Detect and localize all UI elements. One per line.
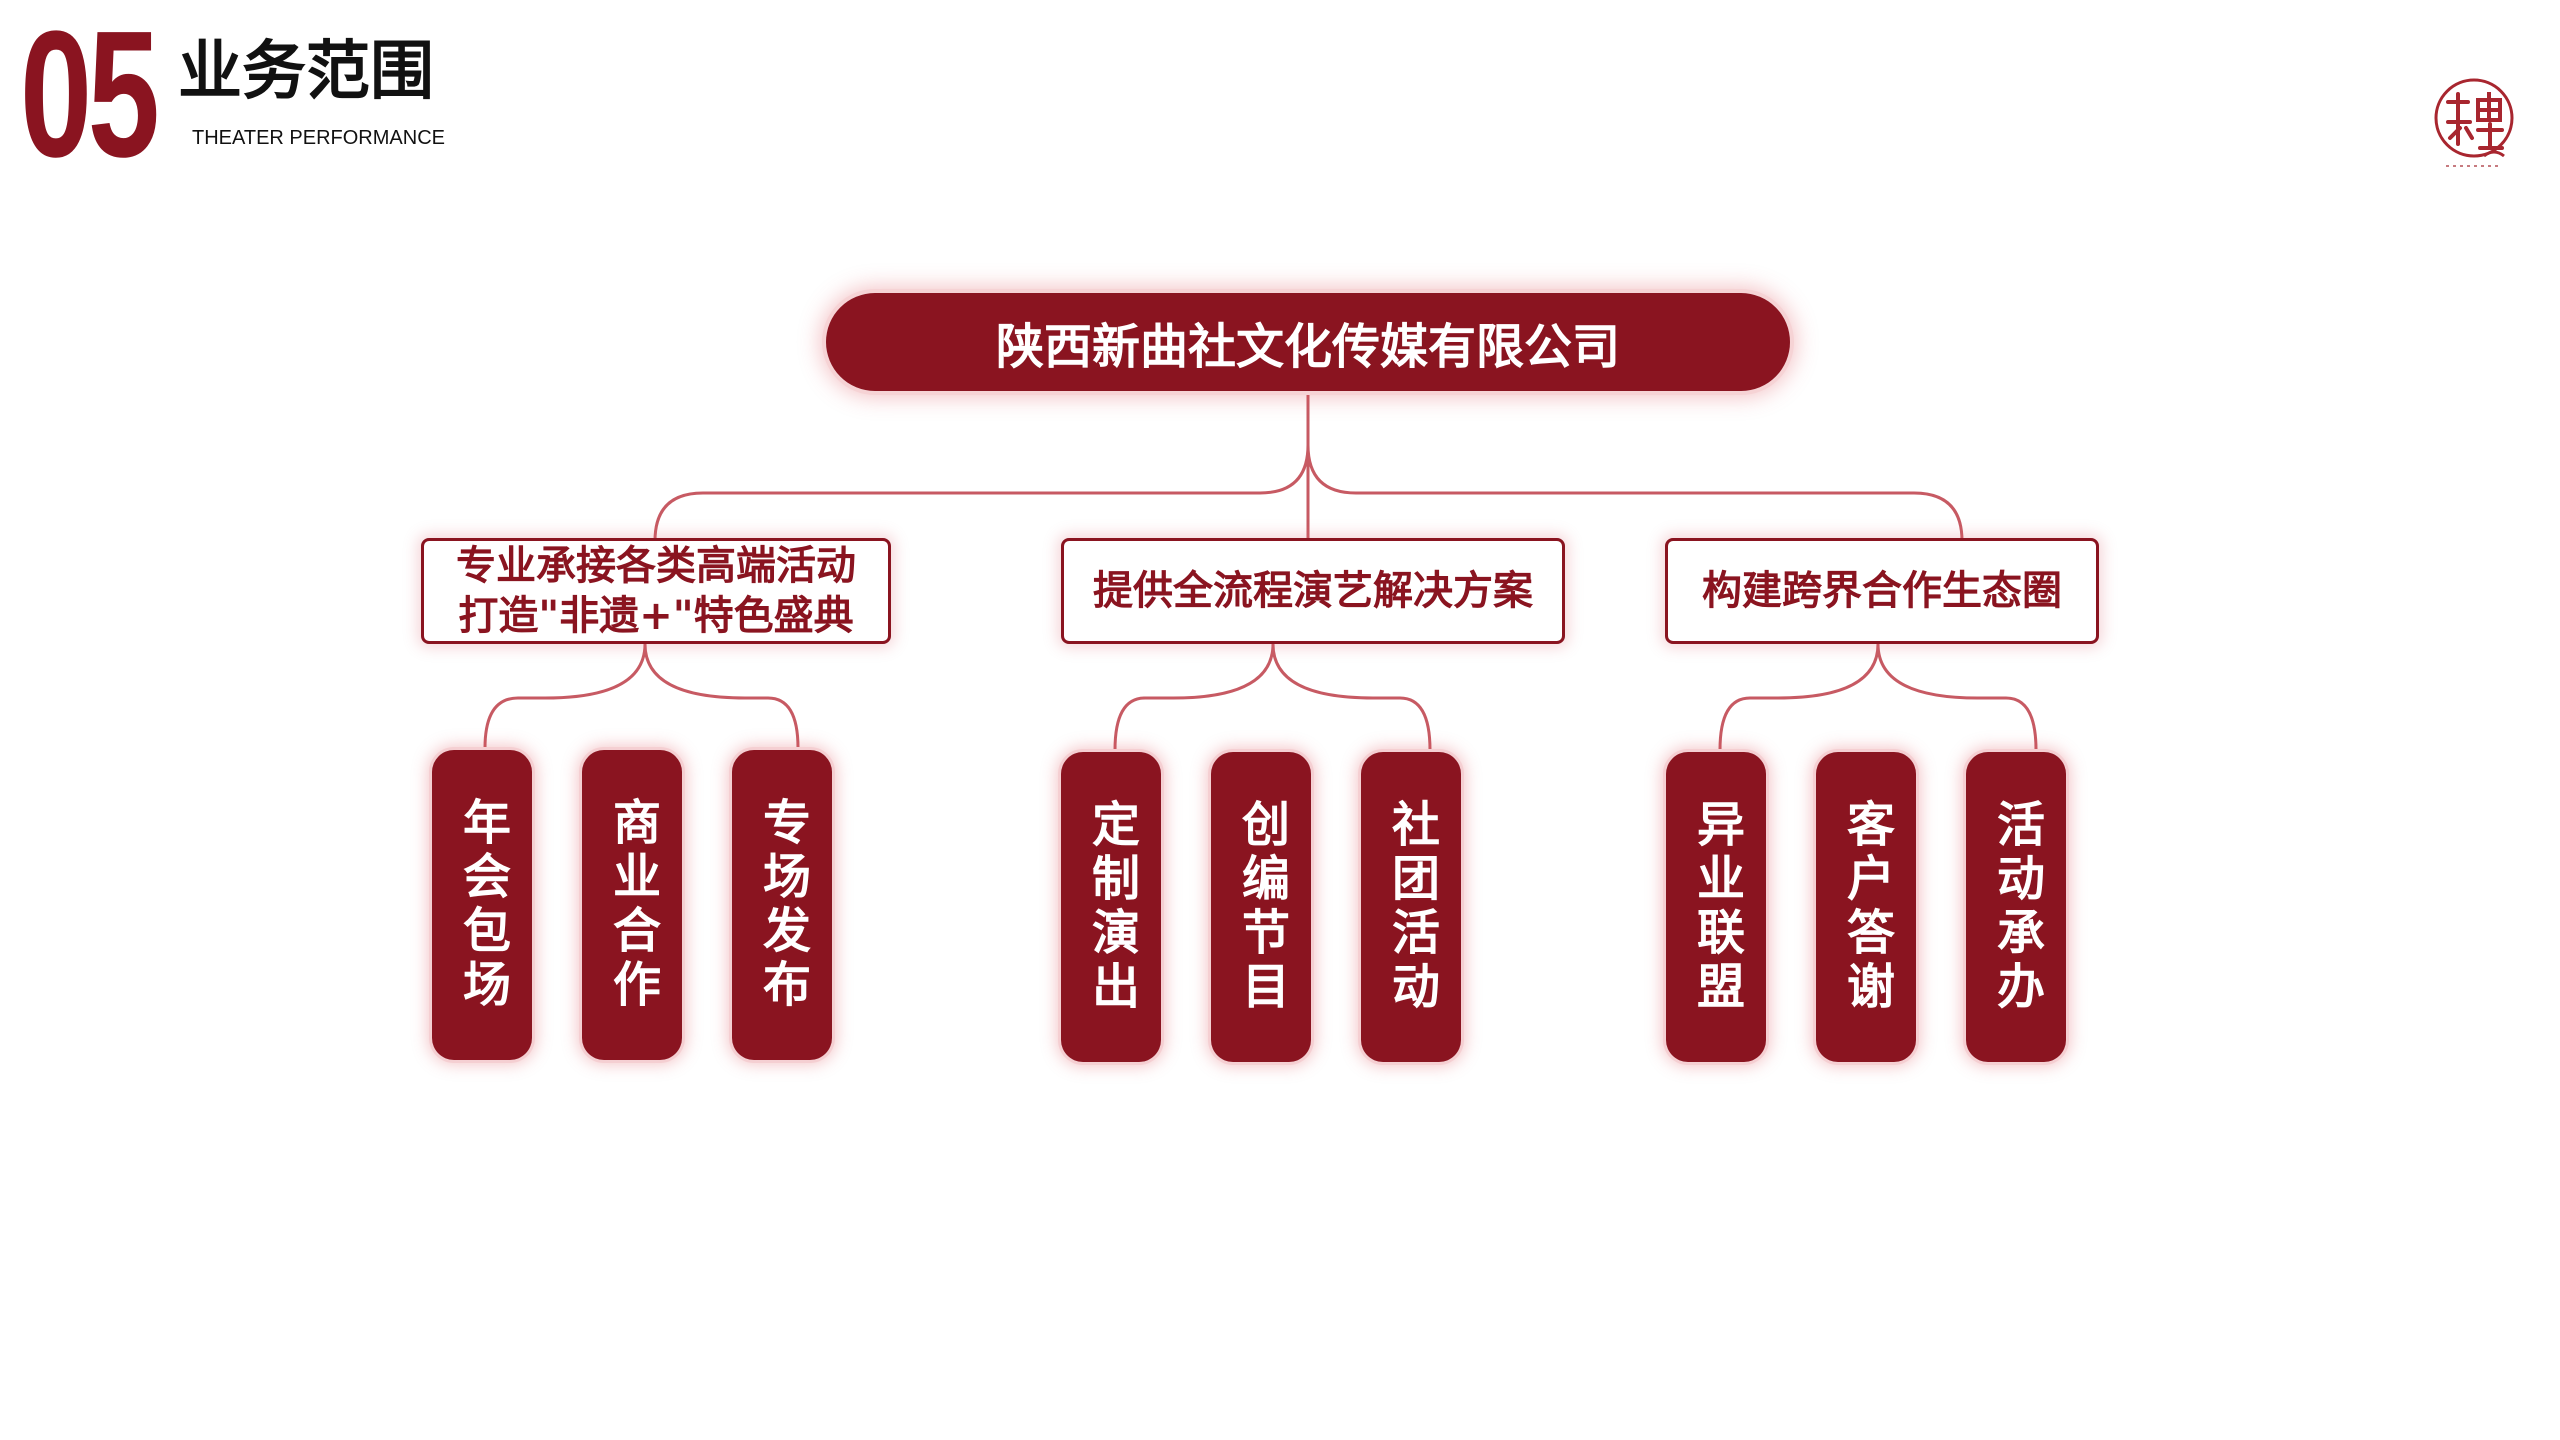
section-title: 业务范围: [178, 35, 434, 109]
item-pill: 定制演出: [1061, 752, 1161, 1062]
xinqushe-seal-logo-icon: [2434, 78, 2514, 167]
item-pill: 异业联盟: [1666, 752, 1766, 1062]
item-pill: 社团活动: [1361, 752, 1461, 1062]
category-box-events: 专业承接各类高端活动 打造"非遗+"特色盛典: [421, 538, 891, 644]
item-pill: 客户答谢: [1816, 752, 1916, 1062]
category-partnership-label: 构建跨界合作生态圈: [1702, 568, 2062, 614]
item-pill: 创编节目: [1211, 752, 1311, 1062]
category-events-line-2: 打造"非遗+"特色盛典: [458, 593, 854, 639]
company-root-box: 陕西新曲社文化传媒有限公司: [826, 293, 1790, 391]
section-subtitle: THEATER PERFORMANCE: [192, 127, 445, 149]
category-events-line-1: 专业承接各类高端活动: [456, 543, 856, 589]
category-box-partnership: 构建跨界合作生态圈: [1665, 538, 2099, 644]
item-pill: 年会包场: [432, 750, 532, 1060]
item-pill: 专场发布: [732, 750, 832, 1060]
item-pill: 商业合作: [582, 750, 682, 1060]
category-box-performance: 提供全流程演艺解决方案: [1061, 538, 1565, 644]
category-performance-label: 提供全流程演艺解决方案: [1093, 568, 1533, 614]
section-number: 05: [20, 0, 160, 195]
item-pill: 活动承办: [1966, 752, 2066, 1062]
